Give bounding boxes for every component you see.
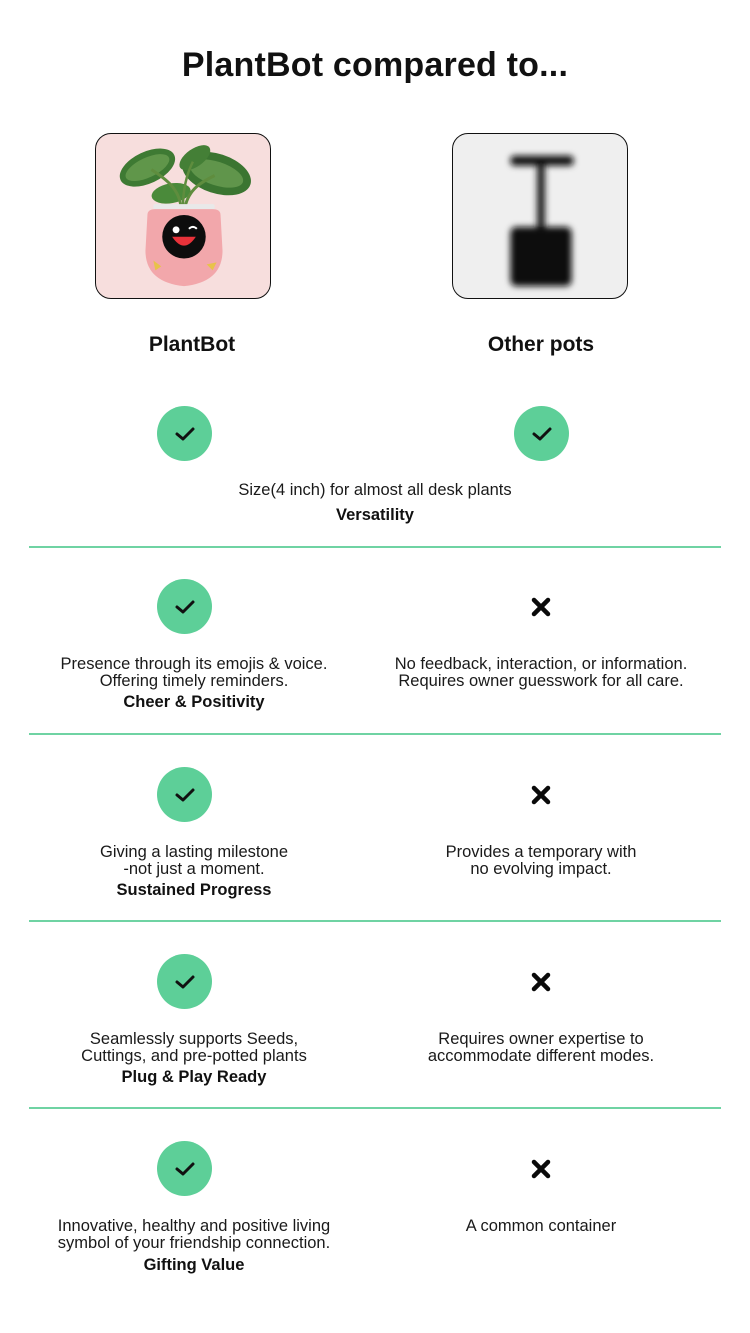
row-description: Size(4 inch) for almost all desk plants (238, 481, 512, 499)
feature-label: Sustained Progress (116, 881, 272, 899)
other-pots-description: A common container (465, 1217, 617, 1235)
column-header-plantbot: PlantBot (148, 333, 236, 356)
feature-label: Versatility (336, 506, 414, 524)
divider (29, 1107, 721, 1109)
plantbot-description: Innovative, healthy and positive living … (57, 1217, 331, 1252)
plantbot-pot-icon (119, 145, 251, 287)
check-icon (514, 406, 569, 461)
feature-label: Plug & Play Ready (121, 1068, 267, 1086)
cross-icon (527, 593, 555, 621)
feature-label: Gifting Value (143, 1256, 245, 1274)
check-icon (157, 579, 212, 634)
check-icon (157, 767, 212, 822)
divider (29, 920, 721, 922)
cross-icon (527, 781, 555, 809)
other-pot-image (452, 133, 628, 299)
column-header-other-pots: Other pots (487, 333, 595, 356)
feature-label: Cheer & Positivity (123, 693, 265, 711)
plantbot-description: Presence through its emojis & voice. Off… (60, 655, 328, 690)
generic-pot-icon (510, 155, 574, 287)
divider (29, 546, 721, 548)
cross-icon (527, 1155, 555, 1183)
plantbot-description: Giving a lasting milestone -not just a m… (99, 843, 288, 878)
cross-icon (527, 968, 555, 996)
check-icon (157, 1141, 212, 1196)
check-icon (157, 954, 212, 1009)
other-pots-description: Requires owner expertise to accommodate … (427, 1030, 655, 1065)
other-pots-description: Provides a temporary with no evolving im… (445, 843, 637, 878)
other-pots-description: No feedback, interaction, or information… (394, 655, 688, 690)
page-title: PlantBot compared to... (181, 46, 569, 84)
plantbot-image (95, 133, 271, 299)
divider (29, 733, 721, 735)
plantbot-description: Seamlessly supports Seeds, Cuttings, and… (81, 1030, 307, 1065)
check-icon (157, 406, 212, 461)
